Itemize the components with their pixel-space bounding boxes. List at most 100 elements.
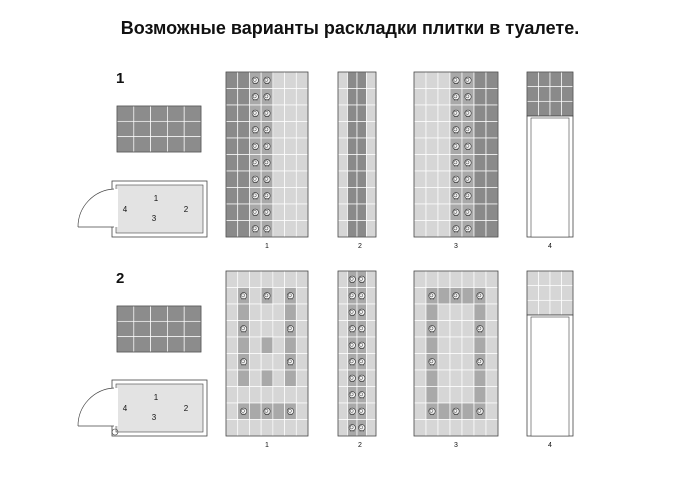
flower-center bbox=[252, 94, 257, 99]
tile bbox=[437, 88, 451, 106]
flower-leaf bbox=[359, 380, 364, 382]
variant-number-2: 2 bbox=[116, 270, 125, 287]
tile bbox=[284, 104, 297, 122]
flower-leaf bbox=[288, 331, 293, 333]
flower-decor-tile-icon bbox=[358, 308, 366, 316]
tile bbox=[366, 303, 377, 321]
tile bbox=[413, 386, 427, 404]
tile bbox=[538, 299, 551, 316]
tile bbox=[237, 170, 250, 188]
flower-decor-tile-icon bbox=[348, 341, 356, 349]
flower-center bbox=[349, 277, 354, 281]
flower-leaf bbox=[264, 165, 270, 167]
tile bbox=[150, 336, 168, 353]
tile bbox=[347, 121, 358, 139]
flower-decor-tile-icon bbox=[476, 325, 484, 333]
tile bbox=[347, 220, 358, 238]
tile bbox=[413, 170, 427, 188]
flower-decor-tile-icon bbox=[464, 159, 472, 167]
flower-decor-tile-icon bbox=[358, 341, 366, 349]
tile bbox=[260, 320, 274, 338]
flower-leaf bbox=[264, 132, 270, 134]
flower-center bbox=[429, 409, 434, 413]
tile bbox=[356, 137, 367, 155]
flower-leaf bbox=[465, 132, 471, 134]
flower-decor-tile-icon bbox=[251, 109, 259, 117]
flower-decor-tile-icon bbox=[348, 325, 356, 333]
tile bbox=[183, 305, 202, 322]
tile bbox=[272, 369, 285, 387]
flower-center bbox=[477, 293, 482, 298]
flower-center bbox=[252, 144, 257, 148]
wall-outline bbox=[116, 105, 202, 153]
flower-decor-tile-icon bbox=[251, 159, 259, 167]
tile bbox=[337, 336, 348, 354]
tile bbox=[284, 303, 297, 321]
flower-center bbox=[477, 326, 482, 331]
flower-decor-tile-icon bbox=[263, 142, 271, 150]
tile bbox=[337, 320, 348, 338]
flower-leaf bbox=[429, 364, 435, 366]
tile bbox=[473, 104, 487, 122]
tile bbox=[284, 336, 297, 354]
tile bbox=[284, 220, 297, 238]
flower-decor-tile-icon bbox=[464, 93, 472, 101]
wall-caption-2: 2 bbox=[358, 442, 362, 449]
tile bbox=[449, 419, 463, 437]
tile bbox=[272, 170, 285, 188]
flower-decor-tile-icon bbox=[348, 292, 356, 300]
wall-outline bbox=[225, 270, 309, 437]
tile bbox=[461, 419, 475, 437]
tile bbox=[425, 121, 439, 139]
flower-leaf bbox=[453, 148, 459, 150]
flower-leaf bbox=[477, 413, 483, 415]
flower-center bbox=[359, 409, 363, 413]
tile bbox=[284, 187, 297, 205]
tile bbox=[538, 86, 551, 102]
flower-decor-tile-icon bbox=[263, 407, 271, 415]
tile bbox=[295, 203, 309, 221]
flower-decor-tile-icon bbox=[452, 407, 460, 415]
tile bbox=[437, 303, 451, 321]
flower-leaf bbox=[264, 99, 270, 101]
tile bbox=[260, 336, 274, 354]
tile bbox=[167, 105, 185, 122]
tile bbox=[366, 104, 377, 122]
tile bbox=[116, 136, 135, 153]
tile bbox=[473, 170, 487, 188]
flower-leaf bbox=[453, 231, 459, 233]
tile bbox=[295, 154, 309, 172]
tile bbox=[449, 303, 463, 321]
tile bbox=[538, 71, 551, 88]
tile bbox=[272, 303, 285, 321]
flower-decor-tile-icon bbox=[348, 424, 356, 432]
flower-leaf bbox=[453, 298, 459, 300]
tile bbox=[437, 336, 451, 354]
tile bbox=[549, 100, 562, 117]
tile bbox=[337, 220, 348, 238]
tile bbox=[473, 71, 487, 89]
flower-decor-tile-icon bbox=[464, 225, 472, 233]
flower-center bbox=[349, 293, 354, 298]
tile bbox=[437, 386, 451, 404]
tile bbox=[237, 419, 250, 437]
flower-leaf bbox=[253, 198, 258, 200]
tile bbox=[561, 285, 574, 301]
flower-center bbox=[264, 94, 269, 99]
tile bbox=[237, 71, 250, 89]
tile bbox=[356, 104, 367, 122]
flower-leaf bbox=[350, 281, 355, 283]
tile bbox=[133, 136, 151, 153]
flower-center bbox=[465, 94, 470, 99]
tile bbox=[225, 303, 239, 321]
flower-decor-tile-icon bbox=[286, 292, 294, 300]
flower-center bbox=[252, 177, 257, 181]
tile bbox=[337, 270, 348, 288]
plan-label-wall-4: 4 bbox=[123, 404, 128, 413]
flower-decor-tile-icon bbox=[263, 109, 271, 117]
wall-caption-1: 1 bbox=[265, 442, 269, 449]
flower-leaf bbox=[359, 347, 364, 349]
flower-center bbox=[241, 409, 245, 413]
flower-decor-tile-icon bbox=[452, 225, 460, 233]
